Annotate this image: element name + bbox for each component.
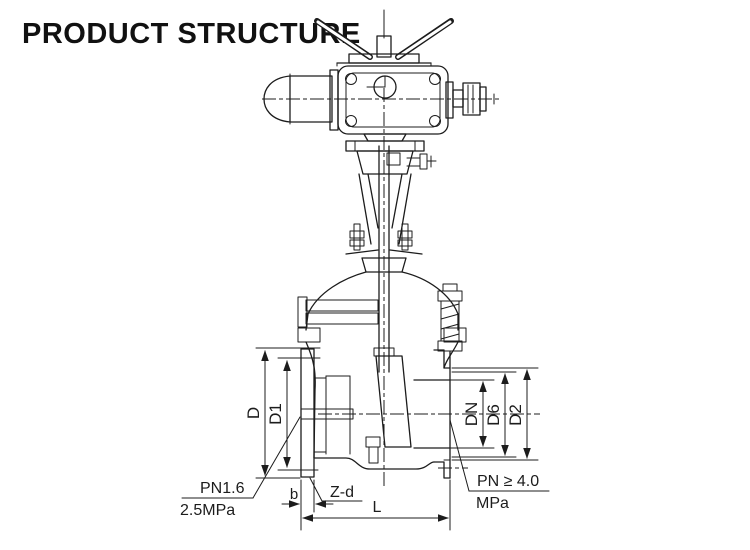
wedge-disc — [373, 347, 412, 448]
dim-label-d2: D2 — [506, 404, 525, 426]
bonnet — [297, 271, 467, 352]
dim-label-l: L — [373, 499, 382, 516]
note-right-rating-bottom: MPa — [476, 495, 509, 512]
dim-label-dn: DN — [462, 402, 481, 427]
yoke-and-stem — [345, 133, 437, 373]
dim-label-zd: Z-d — [330, 484, 354, 501]
right-flange — [413, 341, 459, 479]
dim-label-d: D — [244, 407, 263, 419]
note-right-rating-top: PN ≥ 4.0 — [477, 473, 539, 490]
dimension-lines — [181, 347, 550, 531]
note-left-rating-bottom: 2.5MPa — [180, 502, 235, 519]
actuator-motor — [263, 69, 339, 131]
bonnet-stud — [437, 283, 463, 352]
note-left-rating-top: PN1.6 — [200, 480, 245, 497]
electric-actuator — [263, 65, 495, 135]
dim-label-b: b — [290, 486, 298, 503]
dim-label-d6: D6 — [484, 404, 503, 426]
actuator-connector — [445, 81, 495, 119]
dimension-labels: D D1 DN D6 D2 b Z-d L PN1.6 2.5MPa PN ≥ … — [180, 402, 539, 519]
handwheel — [314, 9, 454, 67]
left-flange — [300, 348, 354, 478]
page-title: PRODUCT STRUCTURE — [22, 18, 361, 50]
valve-body — [300, 341, 459, 479]
dim-label-d1: D1 — [266, 403, 285, 425]
